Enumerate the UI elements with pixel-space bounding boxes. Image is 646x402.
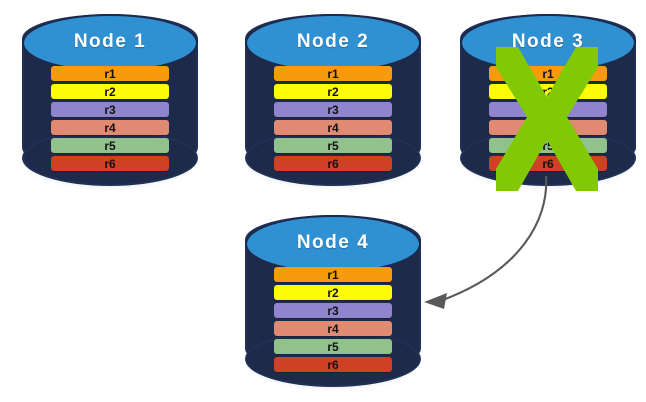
row-label: r2 xyxy=(104,84,116,99)
row-label: r1 xyxy=(327,267,339,282)
cylinder-top-disc: Node 3 xyxy=(460,14,636,72)
data-row[interactable]: r5 xyxy=(51,138,169,153)
data-row[interactable]: r2 xyxy=(274,285,392,300)
data-row[interactable]: r3 xyxy=(51,102,169,117)
data-row[interactable]: r6 xyxy=(489,156,607,171)
row-label: r3 xyxy=(542,102,554,117)
node-title: Node 3 xyxy=(511,31,585,52)
data-row[interactable]: r3 xyxy=(489,102,607,117)
row-label: r2 xyxy=(542,84,554,99)
row-label: r4 xyxy=(542,120,554,135)
data-row[interactable]: r2 xyxy=(51,84,169,99)
data-row[interactable]: r5 xyxy=(489,138,607,153)
row-label: r4 xyxy=(327,120,339,135)
row-stack: r1 r2 r3 r4 r5 r6 xyxy=(274,66,392,171)
row-label: r5 xyxy=(542,138,554,153)
row-stack: r1 r2 r3 r4 r5 r6 xyxy=(489,66,607,171)
cylinder-top-disc: Node 1 xyxy=(22,14,198,72)
data-row[interactable]: r5 xyxy=(274,339,392,354)
data-row[interactable]: r4 xyxy=(274,120,392,135)
data-row[interactable]: r1 xyxy=(274,66,392,81)
node-cylinder-3[interactable]: Node 3 r1 r2 r3 r4 r5 r6 xyxy=(458,12,638,190)
row-label: r5 xyxy=(327,339,339,354)
data-row[interactable]: r1 xyxy=(274,267,392,282)
row-label: r4 xyxy=(327,321,339,336)
data-row[interactable]: r5 xyxy=(274,138,392,153)
data-row[interactable]: r6 xyxy=(51,156,169,171)
row-label: r4 xyxy=(104,120,116,135)
row-stack: r1 r2 r3 r4 r5 r6 xyxy=(274,267,392,372)
data-row[interactable]: r2 xyxy=(274,84,392,99)
cylinder-top-disc: Node 4 xyxy=(245,215,421,273)
node-cylinder-2[interactable]: Node 2 r1 r2 r3 r4 r5 r6 xyxy=(243,12,423,190)
cylinder-top-disc: Node 2 xyxy=(245,14,421,72)
data-row[interactable]: r6 xyxy=(274,357,392,372)
row-label: r6 xyxy=(327,357,339,372)
node-title: Node 1 xyxy=(73,31,147,52)
data-row[interactable]: r2 xyxy=(489,84,607,99)
row-label: r1 xyxy=(327,66,339,81)
row-label: r3 xyxy=(327,102,339,117)
data-row[interactable]: r6 xyxy=(274,156,392,171)
data-row[interactable]: r1 xyxy=(489,66,607,81)
data-row[interactable]: r4 xyxy=(51,120,169,135)
row-label: r2 xyxy=(327,84,339,99)
node-cylinder-1[interactable]: Node 1 r1 r2 r3 r4 r5 r6 xyxy=(20,12,200,190)
data-row[interactable]: r4 xyxy=(489,120,607,135)
data-row[interactable]: r1 xyxy=(51,66,169,81)
data-row[interactable]: r4 xyxy=(274,321,392,336)
data-row[interactable]: r3 xyxy=(274,102,392,117)
row-label: r6 xyxy=(327,156,339,171)
data-row[interactable]: r3 xyxy=(274,303,392,318)
row-label: r1 xyxy=(542,66,554,81)
node-title: Node 4 xyxy=(296,232,370,253)
node-title: Node 2 xyxy=(296,31,370,52)
node-cylinder-4[interactable]: Node 4 r1 r2 r3 r4 r5 r6 xyxy=(243,213,423,391)
row-label: r6 xyxy=(542,156,554,171)
row-label: r5 xyxy=(327,138,339,153)
row-label: r3 xyxy=(104,102,116,117)
row-label: r2 xyxy=(327,285,339,300)
row-stack: r1 r2 r3 r4 r5 r6 xyxy=(51,66,169,171)
row-label: r3 xyxy=(327,303,339,318)
row-label: r5 xyxy=(104,138,116,153)
row-label: r1 xyxy=(104,66,116,81)
row-label: r6 xyxy=(104,156,116,171)
